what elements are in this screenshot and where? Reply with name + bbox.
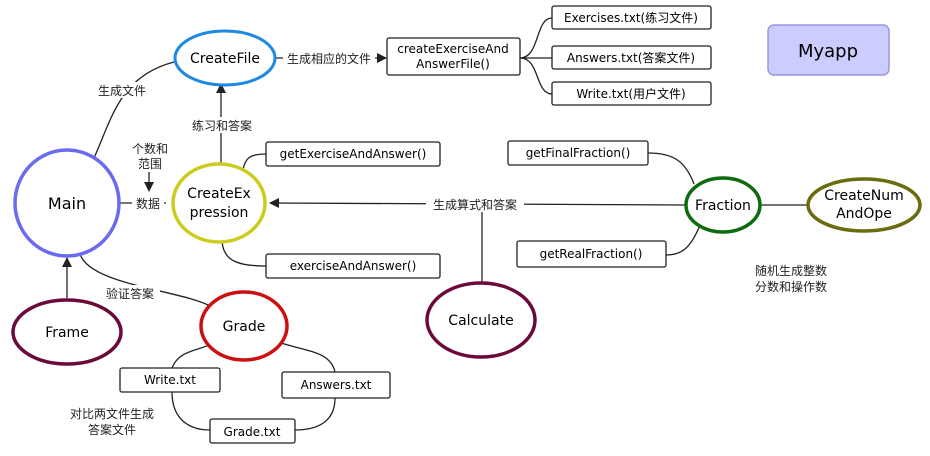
box-exercise-and-answer-label: exerciseAndAnswer() <box>290 259 417 273</box>
label-generate-file: 生成文件 <box>98 83 146 98</box>
node-create-num-line1: CreateNum <box>824 188 904 204</box>
box-create-exercise-line2: AnswerFile() <box>416 57 490 71</box>
label-count-and-range-line2: 范围 <box>138 157 162 171</box>
box-write-txt[interactable]: Write.txt <box>119 367 221 393</box>
box-grade-txt-label: Grade.txt <box>224 425 281 439</box>
label-generate-corresponding-file: 生成相应的文件 <box>287 51 371 66</box>
box-get-final-fraction-label: getFinalFraction() <box>526 146 631 160</box>
connector-createexp-exercise <box>221 238 267 267</box>
box-get-real-fraction-label: getRealFraction() <box>540 247 643 261</box>
node-create-num[interactable]: CreateNum AndOpe <box>806 177 922 233</box>
box-create-exercise-line1: createExerciseAnd <box>397 42 508 56</box>
node-calculate-label: Calculate <box>448 313 513 329</box>
connector-createexp-getexercise <box>242 153 267 171</box>
box-exercises-txt[interactable]: Exercises.txt(练习文件) <box>551 5 712 30</box>
box-write-txt-top[interactable]: Write.txt(用户文件) <box>551 81 712 106</box>
label-generate-expression-answer: 生成算式和答案 <box>433 197 517 212</box>
label-count-and-range-line1: 个数和 <box>132 141 168 156</box>
box-myapp-label: Myapp <box>798 41 858 62</box>
box-answers-txt-top[interactable]: Answers.txt(答案文件) <box>551 45 712 70</box>
node-frame-label: Frame <box>45 325 89 341</box>
box-write-txt-top-label: Write.txt(用户文件) <box>576 86 685 101</box>
connector-answers-grade <box>294 397 336 431</box>
label-compare-line1: 对比两文件生成 <box>70 406 154 421</box>
node-main[interactable]: Main <box>13 148 121 258</box>
node-create-file-label: CreateFile <box>190 51 260 67</box>
edge-labels: 生成文件 生成相应的文件 练习和答案 个数和 范围 数据 生成算式和答案 验证答… <box>70 50 827 437</box>
connector-fraction-getreal <box>665 224 701 256</box>
node-fraction[interactable]: Fraction <box>684 176 762 234</box>
box-get-exercise-and-answer[interactable]: getExerciseAndAnswer() <box>265 141 441 167</box>
connector-write-grade <box>171 391 211 431</box>
label-exercise-and-answer: 练习和答案 <box>192 118 252 133</box>
node-create-expression-line2: pression <box>190 205 249 221</box>
label-data: 数据 <box>136 196 160 211</box>
box-myapp[interactable]: Myapp <box>767 24 890 76</box>
node-create-num-line2: AndOpe <box>836 206 892 222</box>
node-grade-label: Grade <box>223 319 266 335</box>
box-grade-txt[interactable]: Grade.txt <box>209 418 296 444</box>
box-answers-txt-label: Answers.txt <box>301 378 372 392</box>
label-random-line2: 分数和操作数 <box>755 279 827 294</box>
node-calculate[interactable]: Calculate <box>425 281 537 359</box>
node-create-expression[interactable]: CreateEx pression <box>171 162 267 244</box>
box-answers-txt-top-label: Answers.txt(答案文件) <box>567 50 695 65</box>
box-create-exercise-file[interactable]: createExerciseAnd AnswerFile() <box>386 37 521 76</box>
box-exercise-and-answer[interactable]: exerciseAndAnswer() <box>265 253 441 279</box>
connector-box-exercises <box>519 17 553 59</box>
box-write-txt-label: Write.txt <box>144 373 196 387</box>
box-get-final-fraction[interactable]: getFinalFraction() <box>507 140 649 166</box>
node-main-label: Main <box>48 194 86 213</box>
box-get-exercise-and-answer-label: getExerciseAndAnswer() <box>280 147 427 161</box>
box-exercises-txt-label: Exercises.txt(练习文件) <box>564 10 698 25</box>
node-frame[interactable]: Frame <box>11 298 123 366</box>
node-create-file[interactable]: CreateFile <box>173 29 277 87</box>
label-random-line1: 随机生成整数 <box>755 263 827 278</box>
connector-fraction-getfinal <box>647 152 695 185</box>
label-compare-line2: 答案文件 <box>88 422 136 437</box>
label-verify-answer: 验证答案 <box>106 286 154 301</box>
connector-main-createfile <box>93 61 175 159</box>
box-answers-txt[interactable]: Answers.txt <box>281 371 391 399</box>
node-grade[interactable]: Grade <box>199 290 289 362</box>
connector-box-write <box>519 57 553 95</box>
node-fraction-label: Fraction <box>695 198 751 214</box>
box-get-real-fraction[interactable]: getRealFraction() <box>516 240 667 268</box>
node-create-expression-line1: CreateEx <box>187 186 251 202</box>
